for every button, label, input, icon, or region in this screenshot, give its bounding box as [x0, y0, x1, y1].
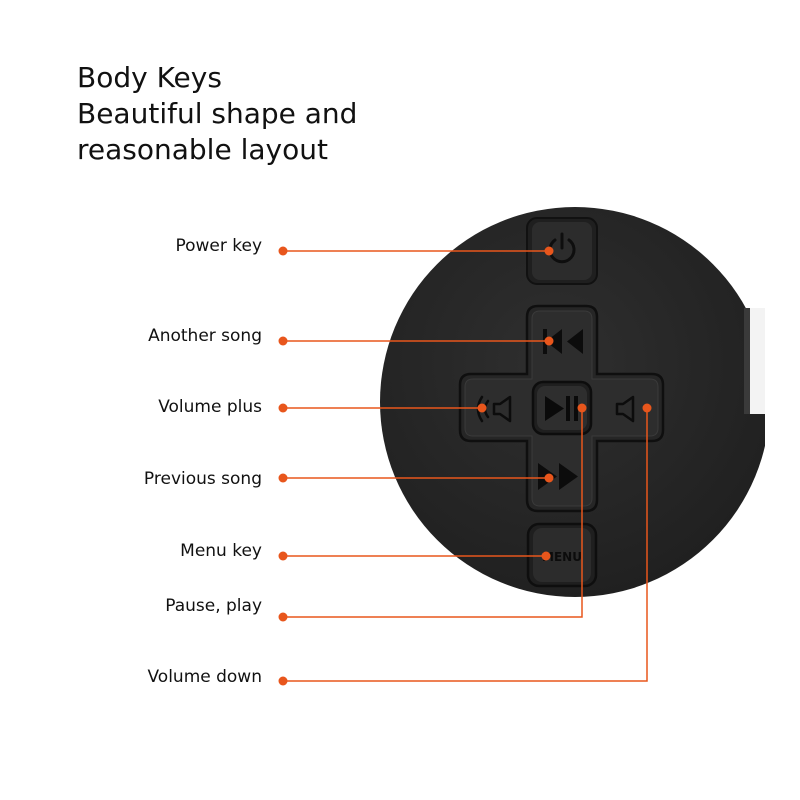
power-key[interactable]: [526, 217, 598, 285]
callout-menu-key: Menu key: [180, 541, 262, 561]
pause-play-button[interactable]: [531, 380, 593, 436]
callout-power-key: Power key: [175, 236, 262, 256]
callout-volume-plus: Volume plus: [158, 397, 262, 417]
callout-volume-down: Volume down: [147, 667, 262, 687]
callout-previous-song: Previous song: [143, 469, 262, 489]
previous-song-button[interactable]: [533, 448, 591, 500]
volume-down-button[interactable]: [602, 384, 658, 432]
callout-pause-play: Pause, play: [165, 596, 262, 616]
menu-key[interactable]: MENU: [526, 522, 598, 588]
another-song-button[interactable]: [533, 318, 591, 368]
callout-another-song: Another song: [148, 326, 262, 346]
headline-line-3: reasonable layout: [77, 133, 328, 166]
menu-key-text: MENU: [542, 550, 582, 564]
headline-line-1: Body Keys: [77, 61, 222, 94]
headline-line-2: Beautiful shape and: [77, 97, 358, 130]
headline: Body Keys Beautiful shape and reasonable…: [77, 60, 357, 168]
volume-plus-button[interactable]: [466, 384, 524, 432]
